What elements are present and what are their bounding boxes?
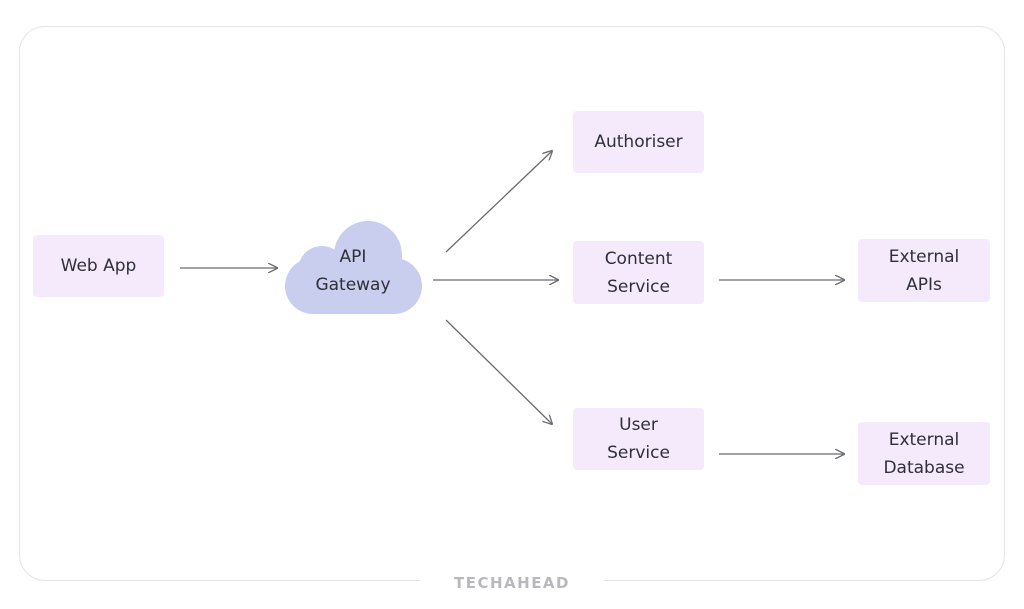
node-api-gateway: API Gateway xyxy=(290,242,416,300)
node-external-apis: External APIs xyxy=(858,239,990,302)
watermark-text: TECHAHEAD xyxy=(453,574,570,592)
node-web-app: Web App xyxy=(33,235,164,297)
watermark: TECHAHEAD xyxy=(420,570,604,596)
node-user-service-label: User Service xyxy=(607,415,670,463)
node-external-apis-label: External APIs xyxy=(888,246,960,295)
node-external-database-label: External Database xyxy=(883,429,965,478)
node-user-service: User Service xyxy=(573,408,704,470)
node-content-service: Content Service xyxy=(573,241,704,304)
node-authoriser-label: Authoriser xyxy=(594,132,683,152)
diagram-frame xyxy=(19,26,1005,581)
node-authoriser: Authoriser xyxy=(573,111,704,173)
node-web-app-label: Web App xyxy=(60,256,137,276)
node-api-gateway-label: API Gateway xyxy=(315,247,391,295)
node-external-database: External Database xyxy=(858,422,990,485)
node-content-service-label: Content Service xyxy=(604,248,673,297)
